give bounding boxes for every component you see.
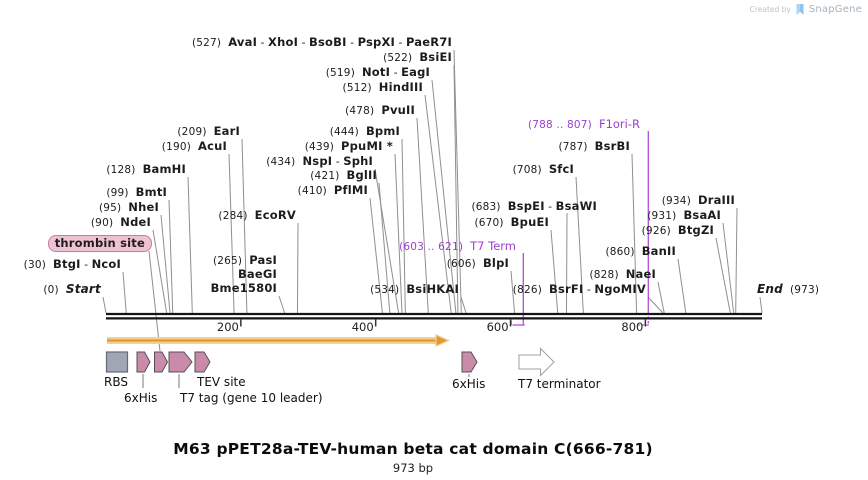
leader-line-Bme1580I xyxy=(278,295,286,314)
feature-label-rbs: RBS xyxy=(104,375,128,389)
leader-line-BsiEI xyxy=(453,64,459,314)
leader-line-BtgZI xyxy=(715,237,731,314)
leader-line-AvaI xyxy=(453,49,462,314)
site-label-EarI: (209)EarI xyxy=(177,124,240,138)
leader-line-BspEI xyxy=(565,212,568,314)
snapgene-logo-icon xyxy=(796,4,804,15)
site-label-BanII: (860)BanII xyxy=(605,244,676,258)
feature-label-t7-terminator: T7 terminator xyxy=(518,377,601,391)
leader-line-NotI xyxy=(431,79,457,314)
site-label-AvaI: (527)AvaI - XhoI - BsoBI - PspXI - PaeR7… xyxy=(191,35,452,49)
feature-6xhis xyxy=(461,351,478,373)
feature-tev-site xyxy=(194,351,211,373)
ruler-tick-label-400: 400 xyxy=(351,320,374,334)
site-label-NheI: (95)NheI xyxy=(98,200,159,214)
leader-line-PflMI xyxy=(369,197,383,314)
watermark-brand: SnapGene xyxy=(808,4,862,15)
site-label-T7Term: (603 .. 621)T7 Term xyxy=(399,239,516,253)
site-label-BtgI: (30)BtgI - NcoI xyxy=(23,257,121,271)
ruler-tick-label-600: 600 xyxy=(486,320,509,334)
leader-line-BpuEI xyxy=(550,229,559,314)
site-label-DraIII: (934)DraIII xyxy=(661,193,735,207)
leader-line-EcoRV xyxy=(296,222,299,314)
map-title: M63 pPET28a-TEV-human beta cat domain C(… xyxy=(173,440,653,458)
leader-line-Start xyxy=(102,296,107,314)
feature-t7-tag xyxy=(168,351,193,373)
site-label-NdeI: (90)NdeI xyxy=(90,215,151,229)
site-label-PasI: (265)PasI xyxy=(212,253,277,267)
site-label-PflMI: (410)PflMI xyxy=(297,183,368,197)
leader-line-BamHI xyxy=(187,176,193,314)
leader-line-BsrFI xyxy=(647,296,664,314)
site-label-BsiHKAI: (534)BsiHKAI xyxy=(370,282,459,296)
feature-label-t7-tag-gene-10-leader-: T7 tag (gene 10 leader) xyxy=(180,391,323,405)
site-label-NaeI: (828)NaeI xyxy=(589,267,656,281)
site-label-NspI: (434)NspI - SphI xyxy=(266,154,373,168)
site-label-BspEI: (683)BspEI - BsaWI xyxy=(471,199,597,213)
site-label-EcoRV: (284)EcoRV xyxy=(218,208,296,222)
site-label-BlpI: (606)BlpI xyxy=(446,256,509,270)
leader-line-thrombinsite xyxy=(148,250,161,352)
site-label-BsiEI: (522)BsiEI xyxy=(383,50,452,64)
leader-line-DraIII xyxy=(735,207,738,314)
site-label-BmtI: (99)BmtI xyxy=(106,185,167,199)
leader-line-NdeI xyxy=(152,229,168,314)
site-label-PvuII: (478)PvuII xyxy=(345,103,415,117)
leader-line-BlpI xyxy=(510,270,516,314)
leader-line-EarI xyxy=(241,138,248,314)
leader-line-BpmI xyxy=(401,138,406,314)
site-label-BsaAI: (931)BsaAI xyxy=(647,208,721,222)
site-label-Start: (0)Start xyxy=(43,282,101,296)
site-label-BsrBI: (787)BsrBI xyxy=(558,139,630,153)
site-label-BglII: (421)BglII xyxy=(310,168,377,182)
site-label-BamHI: (128)BamHI xyxy=(106,162,186,176)
site-label-BpuEI: (670)BpuEI xyxy=(474,215,549,229)
feature-label-6xhis: 6xHis xyxy=(452,377,486,391)
feature-label-tev-site: TEV site xyxy=(197,375,246,389)
site-label-BsrFI: (826)BsrFI - NgoMIV xyxy=(512,282,646,296)
leader-line-BmtI xyxy=(168,199,174,314)
leader-line-PvuII xyxy=(416,117,429,314)
orf-arrow-head xyxy=(435,333,450,348)
site-label-BtgZI: (926)BtgZI xyxy=(641,223,714,237)
leader-line-End xyxy=(759,296,763,314)
leader-line-AcuI xyxy=(228,153,235,314)
ruler-tick-label-800: 800 xyxy=(621,320,644,334)
site-label-Bme1580I: Bme1580I xyxy=(210,281,277,295)
site-label-SfcI: (708)SfcI xyxy=(512,162,574,176)
site-label-AcuI: (190)AcuI xyxy=(161,139,227,153)
map-length: 973 bp xyxy=(392,461,434,475)
feature-rbs xyxy=(105,351,129,373)
leader-line-BglII xyxy=(378,182,391,314)
leader-line-BsaAI xyxy=(722,222,735,314)
leader-line-BsiHKAI xyxy=(460,296,467,314)
site-label-BpmI: (444)BpmI xyxy=(329,124,400,138)
leader-line-NspI xyxy=(374,168,400,314)
title-block: M63 pPET28a-TEV-human beta cat domain C(… xyxy=(0,440,826,475)
leader-line-BsrBI xyxy=(631,153,638,314)
leader-line-BtgI xyxy=(122,271,127,314)
site-label-End: End(973) xyxy=(757,282,820,296)
site-label-F1oriR: (788 .. 807)F1ori-R xyxy=(527,117,640,131)
leader-line-NheI xyxy=(160,214,171,314)
site-label-BaeGI: BaeGI xyxy=(237,267,277,281)
feature-label-6xhis: 6xHis xyxy=(124,391,158,405)
leader-line-BanII xyxy=(677,258,687,314)
leader-line-SfcI xyxy=(575,176,584,314)
site-label-thrombinsite: thrombin site xyxy=(47,235,152,252)
feature-t7-terminator xyxy=(518,347,555,377)
leader-line-NaeI xyxy=(657,281,665,314)
site-label-HindIII: (512)HindIII xyxy=(342,80,423,94)
watermark: Created by SnapGene xyxy=(750,3,862,16)
site-label-PpuMI: (439)PpuMI * xyxy=(304,139,393,153)
leader-line-HindIII xyxy=(424,94,452,314)
leader-line-PpuMI xyxy=(394,153,403,314)
watermark-created-by: Created by xyxy=(749,5,791,14)
feature-thrombin-site xyxy=(154,351,169,373)
feature-6xhis xyxy=(136,351,151,373)
site-label-NotI: (519)NotI - EagI xyxy=(325,65,430,79)
ruler-tick-label-200: 200 xyxy=(216,320,239,334)
